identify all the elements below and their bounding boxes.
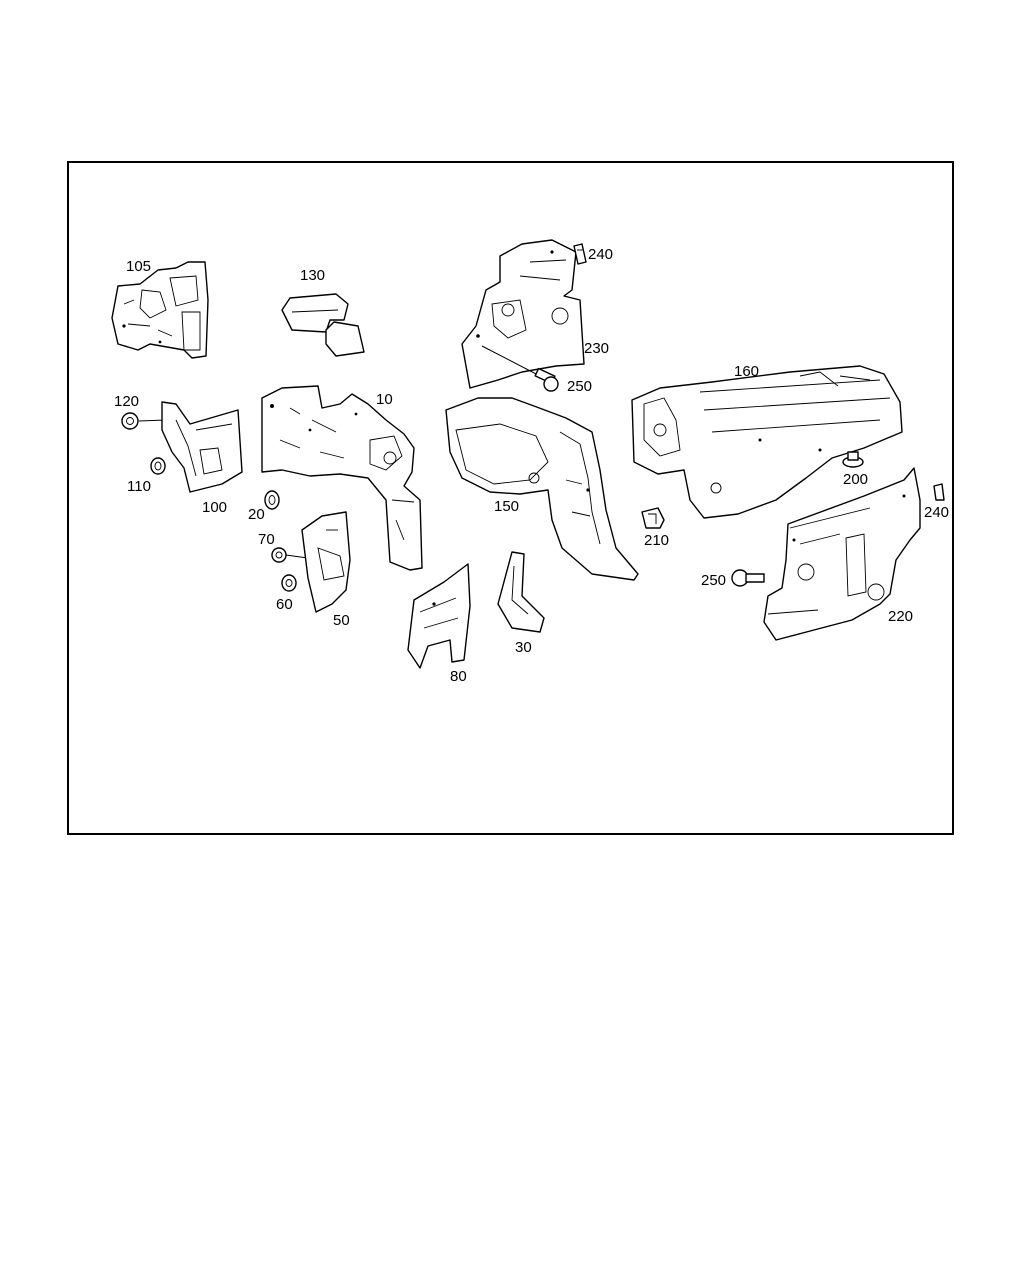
callout-10: 10 bbox=[376, 391, 393, 408]
part-160-insulation bbox=[631, 365, 903, 519]
part-80-bracket bbox=[407, 563, 471, 669]
diagram-frame bbox=[67, 161, 954, 835]
part-150-insulation bbox=[445, 397, 639, 581]
part-250-bolt-right bbox=[731, 569, 765, 587]
callout-70: 70 bbox=[258, 531, 275, 548]
callout-105: 105 bbox=[126, 258, 151, 275]
callout-160: 160 bbox=[734, 363, 759, 380]
part-20-grommet bbox=[264, 490, 280, 510]
callout-130: 130 bbox=[300, 267, 325, 284]
callout-110: 110 bbox=[127, 478, 151, 495]
callout-250-right: 250 bbox=[701, 572, 726, 589]
callout-20: 20 bbox=[248, 506, 265, 523]
callout-60: 60 bbox=[276, 596, 293, 613]
callout-230: 230 bbox=[584, 340, 609, 357]
callout-210: 210 bbox=[644, 532, 669, 549]
callout-150: 150 bbox=[494, 498, 519, 515]
part-60-grommet bbox=[281, 574, 297, 592]
part-30-pad bbox=[497, 551, 545, 633]
part-230-cover bbox=[461, 239, 585, 389]
callout-200: 200 bbox=[843, 471, 868, 488]
part-210-clip bbox=[641, 507, 665, 529]
callout-240-top: 240 bbox=[588, 246, 613, 263]
part-240-clip-top bbox=[573, 243, 587, 265]
part-240-clip-right bbox=[933, 483, 945, 501]
callout-120: 120 bbox=[114, 393, 139, 410]
part-220-cover bbox=[763, 467, 921, 641]
part-110-grommet bbox=[150, 457, 166, 475]
callout-80: 80 bbox=[450, 668, 467, 685]
callout-50: 50 bbox=[333, 612, 350, 629]
callout-220: 220 bbox=[888, 608, 913, 625]
callout-240-right: 240 bbox=[924, 504, 949, 521]
part-200-grommet bbox=[842, 451, 864, 468]
part-120-nut bbox=[121, 412, 167, 430]
part-250-bolt-top bbox=[481, 345, 559, 392]
part-50-bracket bbox=[301, 511, 351, 613]
part-10-insulation bbox=[261, 385, 423, 571]
part-100-panel bbox=[161, 401, 243, 493]
callout-250-top: 250 bbox=[567, 378, 592, 395]
part-130-pad bbox=[281, 293, 365, 357]
callout-30: 30 bbox=[515, 639, 532, 656]
part-105-panel bbox=[111, 261, 209, 359]
callout-100: 100 bbox=[202, 499, 227, 516]
